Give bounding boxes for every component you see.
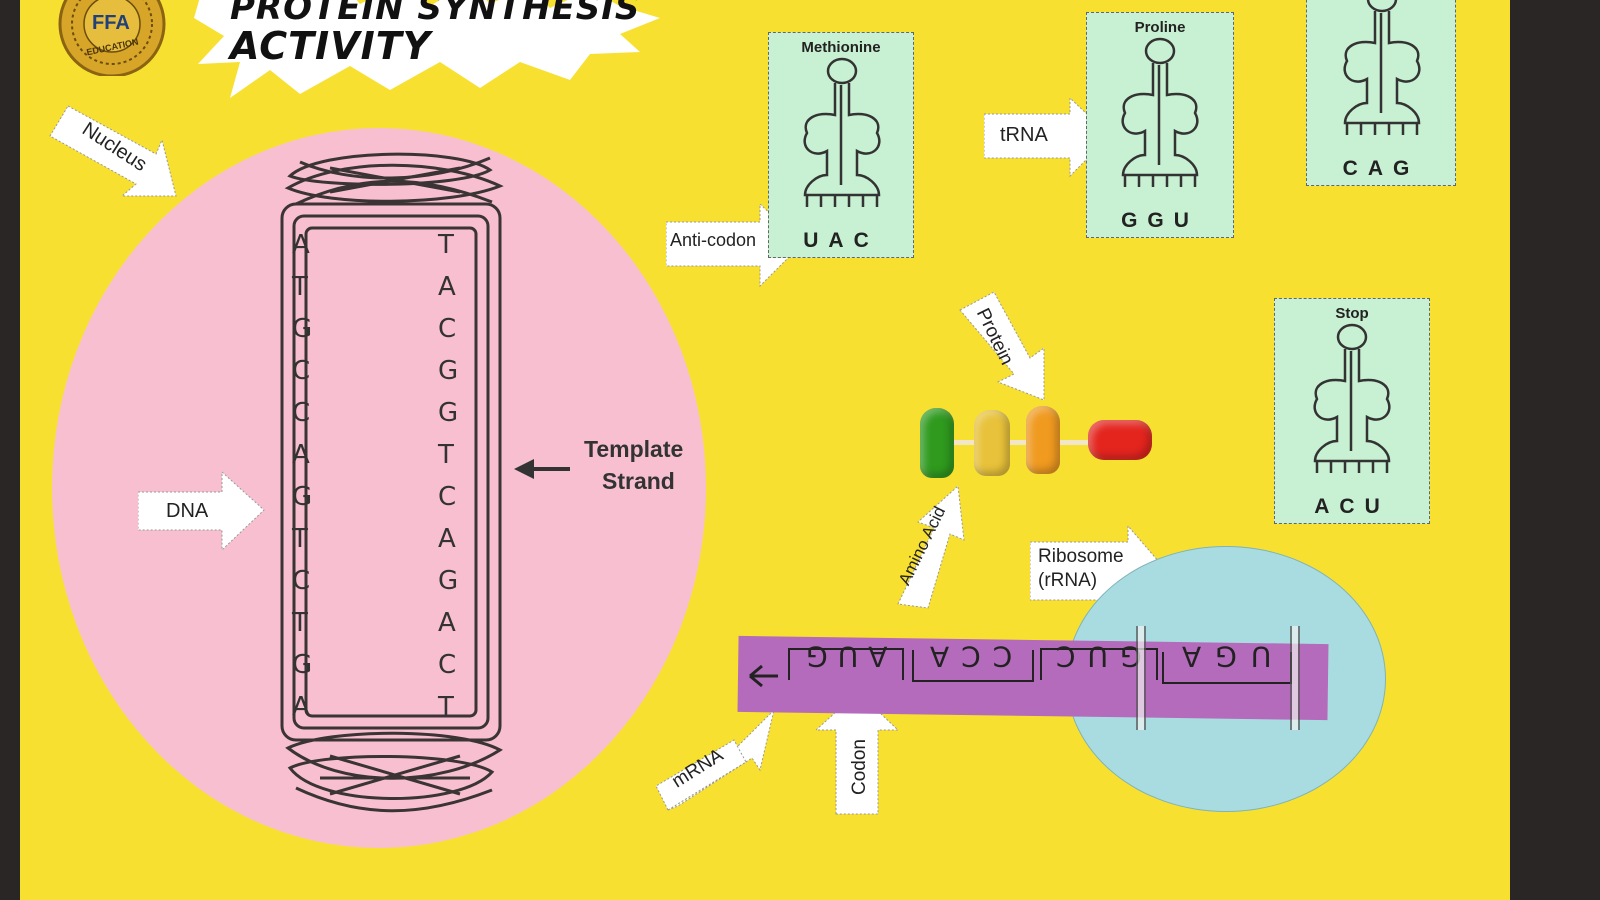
dna-base: A (292, 440, 310, 470)
gummy-bear-amino-acid (974, 410, 1010, 476)
trna-card-title: Proline (1134, 19, 1186, 36)
protein-chain (916, 404, 1166, 484)
dna-base: C (292, 398, 311, 428)
dna-base: C (438, 482, 457, 512)
codon-bracket (788, 648, 904, 680)
trna-anticodon: GGU (1121, 209, 1199, 232)
protein-arrow: Protein (956, 288, 1066, 408)
dna-base: A (438, 524, 456, 554)
dna-base: A (438, 608, 456, 638)
dna-base: T (438, 440, 454, 470)
title-line2: ACTIVITY (230, 24, 432, 68)
poster-board: FFA EDUCATION PROTEIN SYNTHESIS ACTIVITY (20, 0, 1510, 900)
trna-anticodon: CAG (1342, 157, 1420, 180)
codon-bracket (1040, 648, 1158, 680)
dna-base: G (438, 398, 459, 428)
gummy-bear-amino-acid (920, 408, 954, 478)
trna-card-glutamine: CAG (1306, 0, 1456, 186)
dna-right-strand: T A C G G T C A G A C T (438, 230, 468, 730)
trna-card-stop: Stop ACU (1274, 298, 1430, 524)
logo-text: FFA (92, 12, 130, 34)
title-starburst: PROTEIN SYNTHESIS ACTIVITY (190, 0, 670, 110)
dna-base: T (438, 230, 454, 260)
dna-base: G (292, 314, 313, 344)
amino-acid-arrow: Amino Acid (872, 480, 982, 610)
trna-card-title: Methionine (801, 39, 881, 56)
dna-base: C (438, 650, 457, 680)
ffa-logo: FFA EDUCATION (56, 0, 168, 78)
mrna-direction-arrow (744, 662, 784, 692)
trna-anticodon: UAC (803, 229, 879, 252)
dna-base: A (438, 272, 456, 302)
dna-arrow: DNA (137, 466, 268, 556)
mrna-codon: CCA (918, 640, 1028, 680)
trna-structure-icon (1313, 323, 1391, 473)
ribosome-slot (1290, 626, 1300, 730)
trna-anticodon: ACU (1314, 495, 1390, 518)
mrna-codon-text: CCA (918, 640, 1013, 673)
ribosome-slot (1136, 626, 1146, 730)
mrna-codon: UGA (1168, 640, 1292, 680)
template-strand-label: Template Strand (510, 436, 710, 500)
dna-base: G (438, 566, 459, 596)
dna-base: C (438, 314, 457, 344)
dna-base: T (292, 272, 308, 302)
mrna-codon-text: UGA (1168, 640, 1272, 673)
dna-left-strand: A T G C C A G T C T G A (292, 230, 322, 730)
codon-bracket (912, 650, 1034, 682)
mrna-codon-text: GUC (1044, 640, 1142, 673)
template-strand-line1: Template (584, 436, 684, 462)
mrna-codon-text: AUG (796, 640, 888, 673)
trna-structure-icon (803, 57, 881, 207)
trna-card-proline: Proline GGU (1086, 12, 1234, 238)
dna-base: C (292, 356, 311, 386)
trna-card-title: Stop (1335, 305, 1369, 322)
gummy-bear-amino-acid (1026, 406, 1060, 474)
gummy-bear-amino-acid (1088, 420, 1152, 460)
dna-base: A (292, 230, 310, 260)
mrna-arrow: mRNA (648, 706, 778, 816)
mrna-codon: AUG (796, 640, 896, 680)
trna-card-methionine: Methionine UAC (768, 32, 914, 258)
dna-base: G (292, 482, 313, 512)
trna-structure-icon (1343, 0, 1421, 135)
nucleus-arrow: Nucleus (46, 100, 186, 210)
trna-structure-icon (1121, 37, 1199, 187)
title-line1: PROTEIN SYNTHESIS (230, 0, 641, 28)
dna-base: T (438, 692, 454, 722)
dna-base: T (292, 608, 308, 638)
dna-base: C (292, 566, 311, 596)
dna-base: G (438, 356, 459, 386)
dna-base: A (292, 692, 310, 722)
template-strand-line2: Strand (602, 468, 675, 494)
dna-ladder (260, 148, 520, 824)
dna-base: T (292, 524, 308, 554)
dna-base: G (292, 650, 313, 680)
